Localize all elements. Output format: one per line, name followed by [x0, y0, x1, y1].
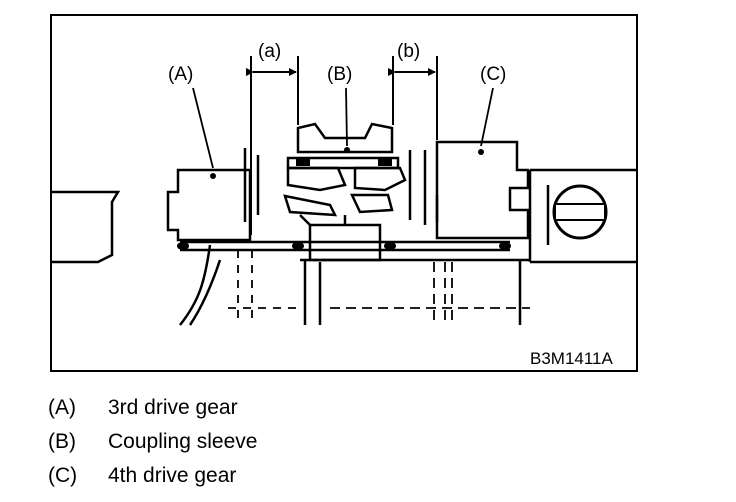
dimension-label-a: (a)	[258, 41, 281, 62]
bearing-dashes-left	[228, 250, 300, 325]
dimension-label-b: (b)	[397, 41, 420, 62]
legend-text: 3rd drive gear	[108, 396, 238, 419]
legend-text: Coupling sleeve	[108, 430, 258, 453]
legend-item: (C) 4th drive gear	[48, 461, 236, 491]
main-shaft	[180, 240, 530, 325]
leader-lines	[192, 87, 494, 169]
transmission-diagram: (A) (B) (C) (a) (b) B3M1411A	[50, 14, 638, 372]
legend-key: (B)	[48, 430, 76, 453]
label-a-part: (A)	[168, 64, 193, 85]
coupling-sleeve	[283, 122, 407, 262]
figure-frame	[50, 14, 638, 372]
label-c-part: (C)	[480, 64, 506, 85]
legend-key: (A)	[48, 396, 76, 419]
label-b-part: (B)	[327, 64, 352, 85]
shaft-dashes	[330, 262, 530, 325]
right-shaft	[528, 168, 637, 264]
legend-text: 4th drive gear	[108, 464, 237, 487]
leader-dots	[210, 147, 484, 179]
left-shaft	[52, 190, 121, 264]
legend-item: (A) 3rd drive gear	[48, 393, 238, 423]
shaft-end-bolt	[552, 184, 608, 240]
dimension-lines	[246, 56, 438, 235]
sleeve-details	[296, 158, 392, 166]
figure-code: B3M1411A	[530, 349, 614, 368]
fourth-drive-gear	[408, 140, 530, 240]
legend-item: (B) Coupling sleeve	[48, 427, 257, 457]
needle-bearings	[177, 242, 511, 250]
legend-key: (C)	[48, 464, 78, 487]
